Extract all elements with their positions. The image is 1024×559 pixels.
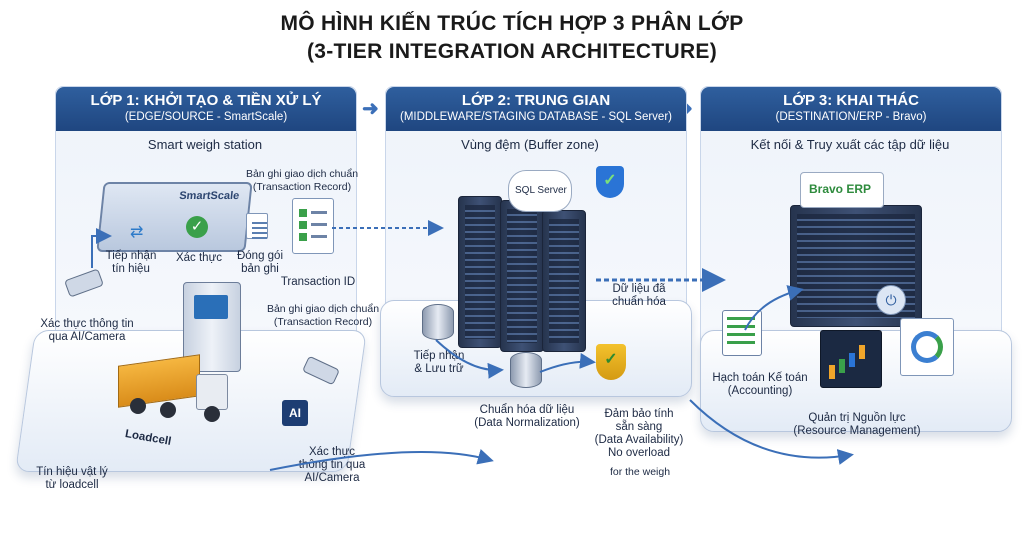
camera-bottom-label: Xác thực thông tin qua AI/Camera <box>298 446 366 484</box>
tier3-header: LỚP 3: KHAI THÁC (DESTINATION/ERP - Brav… <box>701 87 1001 131</box>
sql-server-label: SQL Server <box>515 185 567 196</box>
tier1-heading: LỚP 1: KHỞI TẠO & TIỀN XỬ LÝ <box>90 92 322 109</box>
swap-arrows-icon: ⇄ <box>130 224 144 241</box>
record-top-label: Bản ghi giao dịch chuẩn (Transaction Rec… <box>245 168 359 193</box>
transaction-id-label: Transaction ID <box>280 276 356 288</box>
erp-server <box>790 205 922 327</box>
ai-chip-icon: AI <box>282 400 308 426</box>
receive-store-label: Tiếp nhận & Lưu trữ <box>413 350 465 375</box>
server-rack <box>542 210 586 352</box>
power-icon: ⏻ <box>876 285 906 315</box>
database-icon <box>510 352 542 388</box>
availability-shield-icon: ✓ <box>596 344 626 380</box>
tier3-section-label: Kết nối & Truy xuất các tập dữ liệu <box>750 137 950 152</box>
database-icon <box>422 304 454 340</box>
normalized-data-label: Dữ liệu đã chuẩn hóa <box>612 283 666 308</box>
wheel-icon <box>130 398 146 414</box>
accounting-label: Hạch toán Kế toán (Accounting) <box>712 372 808 397</box>
normalize-label: Chuẩn hóa dữ liệu (Data Normalization) <box>474 404 580 429</box>
check-circle-icon: ✓ <box>186 216 208 238</box>
arrow-erp-accounting <box>744 285 804 331</box>
arrow-bottom-flow <box>269 449 494 471</box>
tier1-section-label: Smart weigh station <box>147 137 263 152</box>
tier2-section-label: Vùng đệm (Buffer zone) <box>461 137 599 152</box>
arrow-bottom-flow-2 <box>689 399 854 465</box>
arrow-camera-receive <box>91 228 112 268</box>
tier3-subheading: (DESTINATION/ERP - Bravo) <box>775 111 927 123</box>
tier1-header: LỚP 1: KHỞI TẠO & TIỀN XỬ LÝ (EDGE/SOURC… <box>56 87 356 131</box>
wheel-icon <box>160 402 176 418</box>
server-rack <box>458 196 502 348</box>
spreadsheet-icon <box>722 310 762 356</box>
step-verify-label: Xác thực <box>175 252 223 264</box>
diagram-title: MÔ HÌNH KIẾN TRÚC TÍCH HỢP 3 PHÂN LỚP <box>280 12 744 35</box>
tier2-header: LỚP 2: TRUNG GIAN (MIDDLEWARE/STAGING DA… <box>386 87 686 131</box>
weigh-note-label: for the weigh <box>609 466 671 478</box>
cloud-icon: SQL Server <box>508 170 572 212</box>
signal-label: Tín hiệu vật lý từ loadcell <box>36 466 108 491</box>
flow-arrow-icon: ➜ <box>362 98 379 120</box>
record-mid-label: Bản ghi giao dịch chuẩn (Transaction Rec… <box>266 303 380 328</box>
document-icon <box>246 213 268 239</box>
tier2-heading: LỚP 2: TRUNG GIAN <box>461 92 611 109</box>
availability-label: Đảm bảo tính sẵn sàng (Data Availability… <box>594 408 684 459</box>
arrow-store-normalize <box>435 339 504 379</box>
erp-label: Bravo ERP <box>809 182 872 196</box>
camera-left-label: Xác thực thông tin qua AI/Camera <box>40 318 134 343</box>
transaction-record-icon <box>292 198 334 254</box>
diagram-subtitle: (3-TIER INTEGRATION ARCHITECTURE) <box>306 40 718 63</box>
resource-label: Quản trị Nguồn lực (Resource Management) <box>793 412 921 437</box>
shield-check-icon: ✓ <box>596 166 624 198</box>
tier1-subheading: (EDGE/SOURCE - SmartScale) <box>124 111 288 123</box>
analytics-monitor-icon <box>820 330 882 388</box>
wheel-icon <box>204 406 220 422</box>
step-pack-label: Đóng gói bản ghi <box>236 250 284 275</box>
erp-sign: Bravo ERP <box>800 172 884 208</box>
step-receive-label: Tiếp nhận tín hiệu <box>105 250 157 275</box>
tier3-heading: LỚP 3: KHAI THÁC <box>783 92 919 109</box>
arrow-normalize-available <box>539 352 596 373</box>
dashboard-icon <box>900 318 954 376</box>
tier2-subheading: (MIDDLEWARE/STAGING DATABASE - SQL Serve… <box>400 111 672 123</box>
